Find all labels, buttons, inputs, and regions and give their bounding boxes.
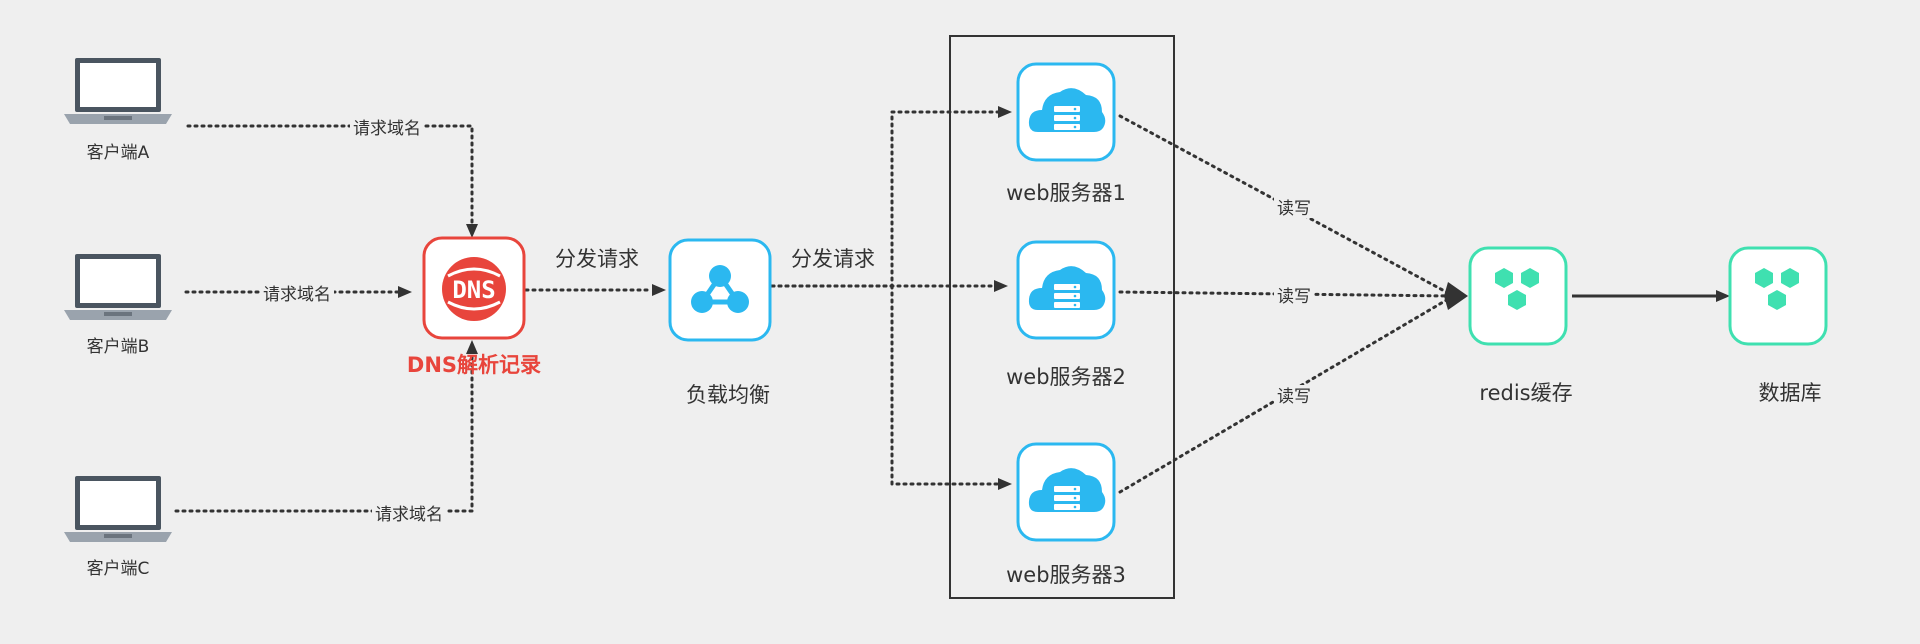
label-bg <box>260 282 334 304</box>
label-bg <box>1274 385 1314 407</box>
client-a[interactable]: 客户端A <box>64 58 172 163</box>
laptop-icon <box>64 476 172 542</box>
label-bg <box>372 502 446 524</box>
cloud-server-icon <box>1016 62 1116 162</box>
arrowhead <box>466 224 478 238</box>
label-bg <box>350 117 424 139</box>
cloud-server-icon <box>1016 442 1116 542</box>
client-c-label: 客户端C <box>87 559 150 579</box>
dns-icon-text: DNS <box>452 276 495 304</box>
client-b-label: 客户端B <box>87 337 150 357</box>
arrowhead <box>998 106 1012 118</box>
edge-label-rw-3: 读写 <box>1277 387 1311 407</box>
edge-label-request-c: 请求域名 <box>375 505 443 525</box>
web-server-2-label: web服务器2 <box>1006 365 1126 389</box>
edge-lb-web3 <box>890 284 1002 486</box>
arrowhead <box>466 340 478 354</box>
client-a-label: 客户端A <box>87 143 150 163</box>
load-balancer-node[interactable]: 负载均衡 <box>668 238 772 407</box>
edge-label-rw-1: 读写 <box>1277 199 1311 219</box>
load-balancer-icon <box>691 265 749 313</box>
edge-label-dispatch-1: 分发请求 <box>555 247 639 271</box>
database-node[interactable]: 数据库 <box>1728 246 1828 405</box>
database-label: 数据库 <box>1759 381 1822 405</box>
edge-label-request-a: 请求域名 <box>353 119 421 139</box>
load-balancer-label: 负载均衡 <box>686 383 770 407</box>
hexagon-cluster-icon <box>1468 246 1568 346</box>
edge-label-request-b: 请求域名 <box>263 285 331 305</box>
laptop-icon <box>64 254 172 320</box>
edge-client-a-dns <box>186 124 474 228</box>
laptop-icon <box>64 58 172 124</box>
arrowhead <box>652 284 666 296</box>
redis-node[interactable]: redis缓存 <box>1468 246 1573 405</box>
arrowhead <box>998 478 1012 490</box>
web-server-3-label: web服务器3 <box>1006 563 1126 587</box>
arrowhead <box>1716 290 1730 302</box>
hexagon-cluster-icon <box>1728 246 1828 346</box>
web-server-1-label: web服务器1 <box>1006 181 1126 205</box>
dns-node[interactable]: DNS DNS解析记录 <box>407 236 541 377</box>
edge-client-c-dns <box>174 350 474 513</box>
edge-label-rw-2: 读写 <box>1277 287 1311 307</box>
redis-label: redis缓存 <box>1479 381 1572 405</box>
edge-web1-redis <box>1118 114 1452 296</box>
web-server-1[interactable]: web服务器1 <box>1006 62 1126 205</box>
web-server-2[interactable]: web服务器2 <box>1006 240 1126 389</box>
label-bg <box>1274 196 1314 218</box>
arrowhead <box>398 286 412 298</box>
web-server-group <box>949 35 1175 599</box>
dns-label: DNS解析记录 <box>407 353 541 377</box>
edge-label-dispatch-2: 分发请求 <box>791 247 875 271</box>
edge-web2-redis <box>1118 290 1452 298</box>
web-server-3[interactable]: web服务器3 <box>1006 442 1126 587</box>
dns-icon: DNS <box>442 257 506 321</box>
client-b[interactable]: 客户端B <box>64 254 172 357</box>
cloud-server-icon <box>1016 240 1116 340</box>
arrowhead <box>994 280 1008 292</box>
client-c[interactable]: 客户端C <box>64 476 172 579</box>
label-bg <box>1274 285 1314 307</box>
arrowhead <box>1444 282 1468 310</box>
